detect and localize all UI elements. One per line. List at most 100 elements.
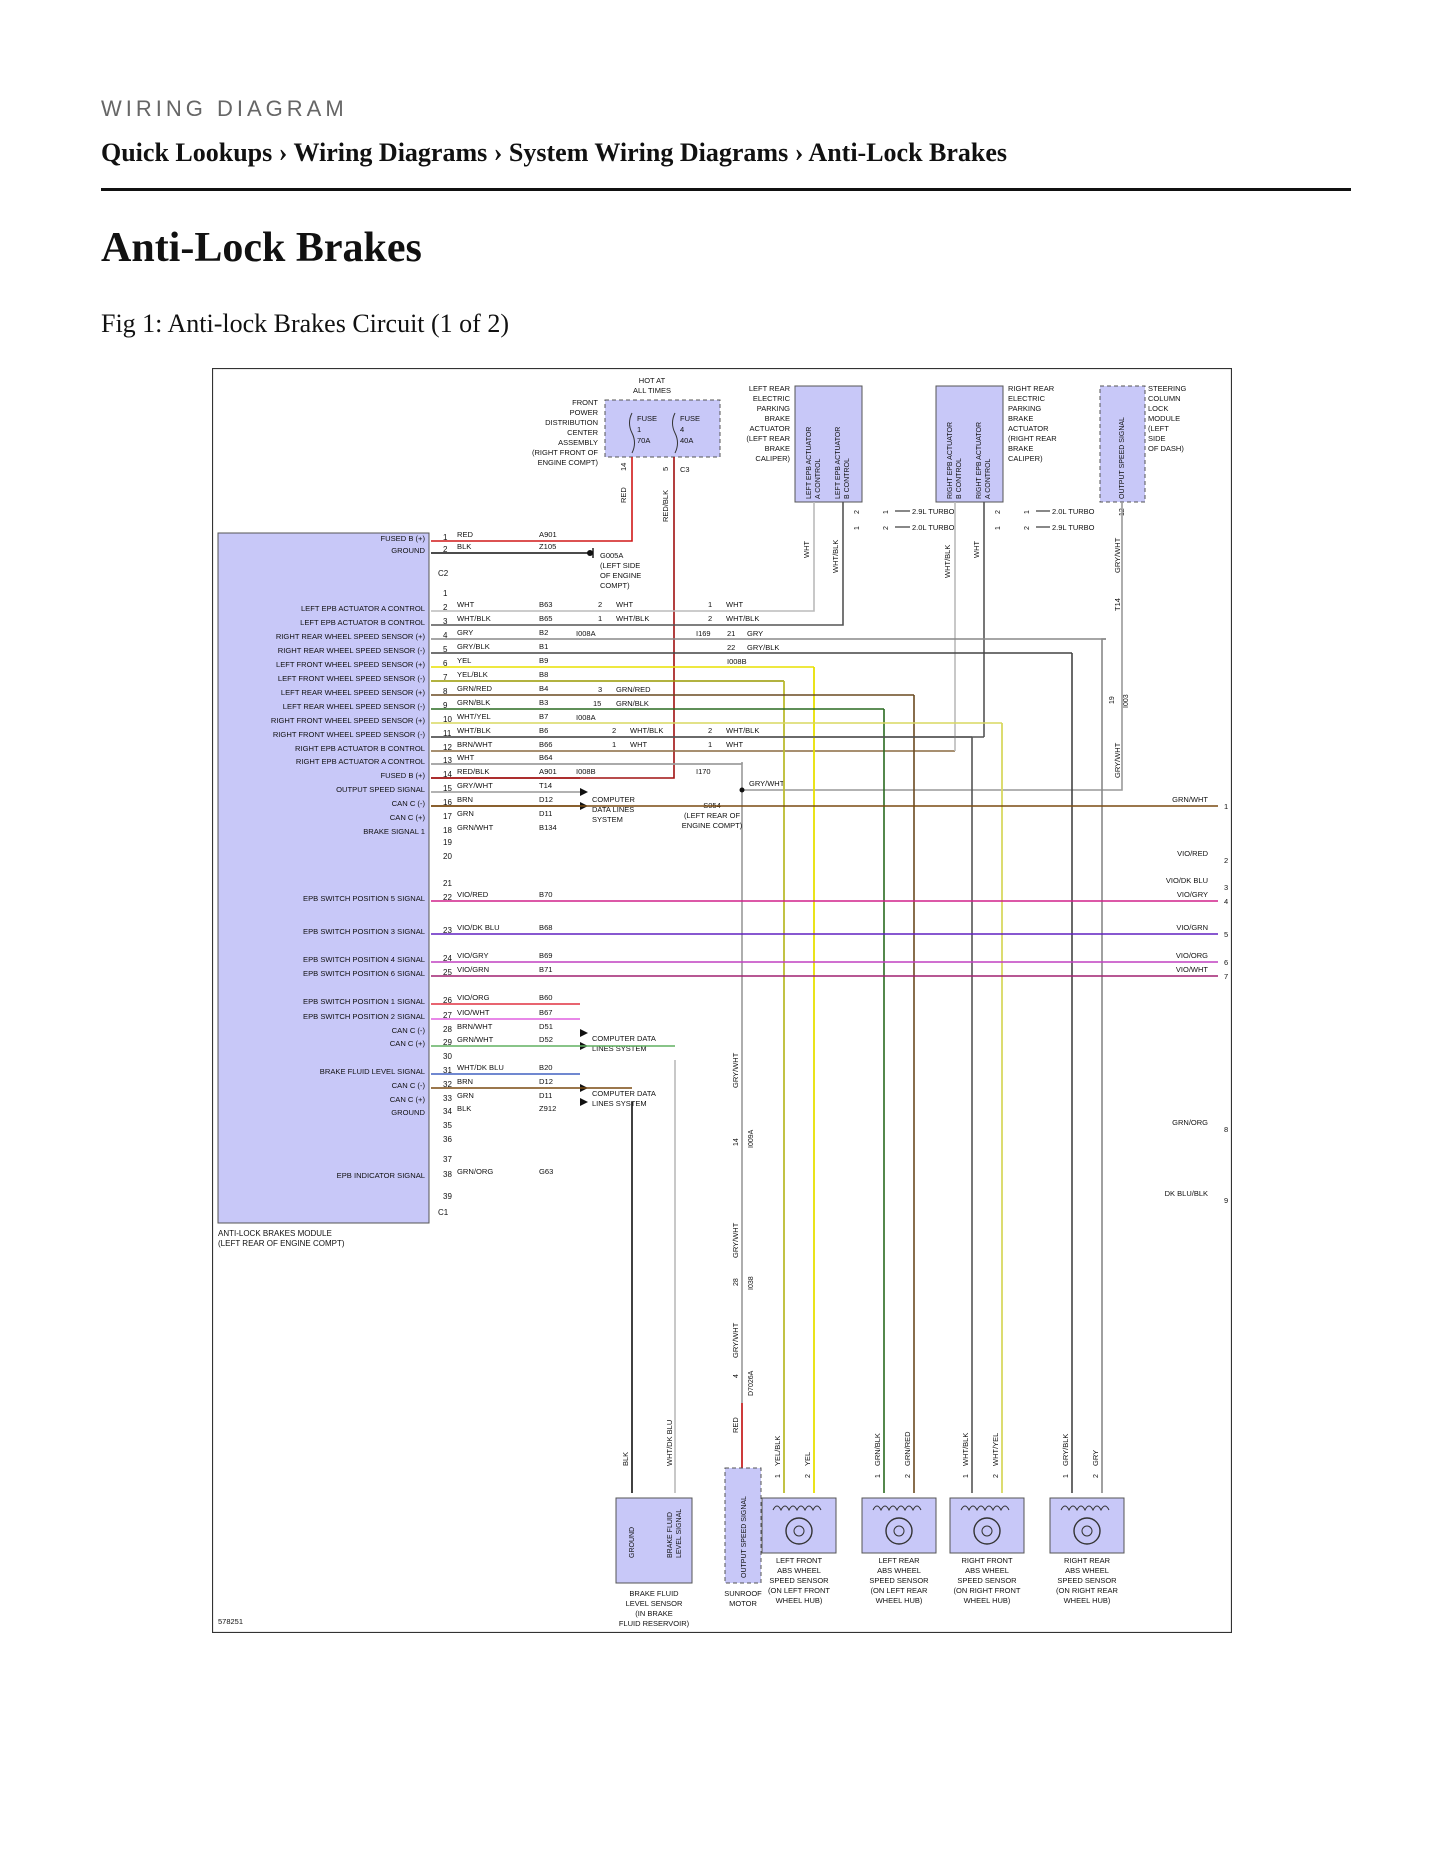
fuse-number: 4 (680, 425, 684, 434)
sensor-tone-ring-icon (893, 1525, 905, 1537)
pin-label: CAN C (+) (390, 1095, 426, 1104)
pin-number: 15 (593, 699, 601, 708)
pin-label: RIGHT FRONT WHEEL SPEED SENSOR (-) (273, 730, 426, 739)
wire-color-label: RED/BLK (661, 490, 670, 522)
pin-number: 28 (443, 1025, 452, 1034)
breadcrumb-item-system-wiring-diagrams[interactable]: System Wiring Diagrams (508, 138, 789, 167)
breadcrumb-item-quick-lookups[interactable]: Quick Lookups (101, 138, 273, 167)
circuit-id-label: G63 (539, 1167, 553, 1176)
breadcrumb-separator: › (272, 138, 294, 167)
connector-c3-label: C3 (680, 465, 690, 474)
pin-number: 2 (1024, 526, 1031, 530)
pin-number: 31 (443, 1066, 452, 1075)
sensor-coil-icon (872, 1505, 922, 1512)
computer-data-lines-label: LINES SYSTEM (592, 1044, 647, 1053)
pin-label: EPB SWITCH POSITION 6 SIGNAL (303, 969, 425, 978)
right-epb-actuator-name: PARKING (1008, 404, 1041, 413)
inline-connector-label: I169 (696, 629, 711, 638)
fuse-box-name: CENTER (567, 428, 598, 437)
pin-number: 1 (708, 600, 712, 609)
ground-location-label: OF ENGINE (600, 571, 641, 580)
wire-color-label: RED (619, 487, 628, 503)
wire-color-label: YEL/BLK (457, 670, 488, 679)
pin-label: CAN C (-) (392, 1026, 426, 1035)
pin-number: 22 (727, 643, 735, 652)
circuit-id-label: D12 (539, 795, 553, 804)
circuit-id-label: D52 (539, 1035, 553, 1044)
wire-color-label: WHT (457, 600, 475, 609)
abs-module-name: (LEFT REAR OF ENGINE COMPT) (218, 1239, 345, 1248)
wire-color-label: GRY/WHT (457, 781, 493, 790)
pin-number: 10 (443, 715, 452, 724)
actuator-pin-label: B CONTROL (956, 458, 963, 499)
pin-label: GROUND (391, 1108, 425, 1117)
circuit-id-label: T14 (539, 781, 552, 790)
wire-color-label: GRN/BLK (873, 1433, 882, 1466)
sensor-tone-ring-icon (793, 1525, 805, 1537)
pin-label: BRAKE SIGNAL 1 (363, 827, 425, 836)
fuse-rating: 70A (637, 436, 650, 445)
pin-number: 11 (443, 729, 452, 738)
wire-color-label: VIO/GRY (457, 951, 489, 960)
pin-number: 14 (733, 1138, 740, 1146)
pin-label: LEFT EPB ACTUATOR B CONTROL (300, 618, 425, 627)
pin-label: CAN C (+) (390, 813, 426, 822)
page-title: Anti-Lock Brakes (101, 225, 422, 271)
wire-gry-wht (431, 763, 743, 1558)
right-epb-actuator-name: BRAKE (1008, 444, 1033, 453)
wire-color-label: WHT/BLK (961, 1433, 970, 1466)
wire-wht (812, 502, 815, 612)
right-epb-actuator-name: ELECTRIC (1008, 394, 1046, 403)
wire-color-label: GRY/BLK (457, 642, 490, 651)
breadcrumb-separator: › (788, 138, 809, 167)
actuator-pin-label: A CONTROL (815, 458, 822, 499)
wire-color-label: GRN (457, 809, 474, 818)
wire-color-label: GRN/RED (903, 1431, 912, 1466)
brake-fluid-sensor-name: (IN BRAKE (635, 1609, 673, 1618)
pin-label: CAN C (-) (392, 799, 426, 808)
circuit-id-label: B64 (539, 753, 553, 762)
engine-note: 2.0L TURBO (912, 523, 955, 532)
pin-label: RIGHT EPB ACTUATOR A CONTROL (296, 757, 425, 766)
hot-at-all-times-label: ALL TIMES (633, 386, 671, 395)
wire-color-label: BLK (457, 1104, 471, 1113)
circuit-id-label: B4 (539, 684, 548, 693)
wire-color-label: GRY/WHT (731, 1052, 740, 1088)
breadcrumb-item-current: Anti-Lock Brakes (808, 138, 1008, 167)
pin-number: 27 (443, 1011, 452, 1020)
breadcrumb-item-wiring-diagrams[interactable]: Wiring Diagrams (293, 138, 488, 167)
sensor-pin-label: GROUND (629, 1527, 636, 1558)
pin-label: LEFT EPB ACTUATOR A CONTROL (301, 604, 425, 613)
circuit-id-label: A901 (539, 530, 557, 539)
pin-number: 23 (443, 926, 452, 935)
circuit-id-label: B9 (539, 656, 548, 665)
pin-number: 4 (733, 1374, 740, 1378)
right-epb-actuator-name: CALIPER) (1008, 454, 1043, 463)
left-epb-actuator-block (794, 385, 863, 503)
edge-wire-label: VIO/GRY (1177, 890, 1208, 899)
circuit-id-label: A901 (539, 767, 557, 776)
wire-color-label: GRY (747, 629, 763, 638)
circuit-id-label: B1 (539, 642, 548, 651)
hot-at-all-times-label: HOT AT (639, 376, 666, 385)
wire-color-label: VIO/GRN (457, 965, 489, 974)
pin-number: 2 (905, 1474, 912, 1478)
pin-number: 3 (598, 685, 602, 694)
pin-number: 2 (598, 600, 602, 609)
abs-module-block (217, 532, 430, 1224)
computer-data-lines-label: LINES SYSTEM (592, 1099, 647, 1108)
pin-label: FUSED B (+) (380, 534, 425, 543)
wire-color-label: WHT/BLK (726, 726, 759, 735)
left-epb-actuator-name: CALIPER) (755, 454, 790, 463)
circuit-id-label: B67 (539, 1008, 553, 1017)
pin-number: 5 (443, 645, 448, 654)
circuit-id-label: B20 (539, 1063, 553, 1072)
steering-column-lock-module-name: COLUMN (1148, 394, 1181, 403)
edge-continuation-number: 1 (1224, 802, 1228, 811)
wire-color-label: WHT/DK BLU (665, 1420, 674, 1466)
wheel-speed-sensor-name: SPEED SENSOR (1057, 1576, 1117, 1585)
wire-color-label: RED (731, 1417, 740, 1433)
pin-number: 24 (443, 954, 452, 963)
circuit-id-label: B65 (539, 614, 553, 623)
circuit-id-label: B69 (539, 951, 553, 960)
